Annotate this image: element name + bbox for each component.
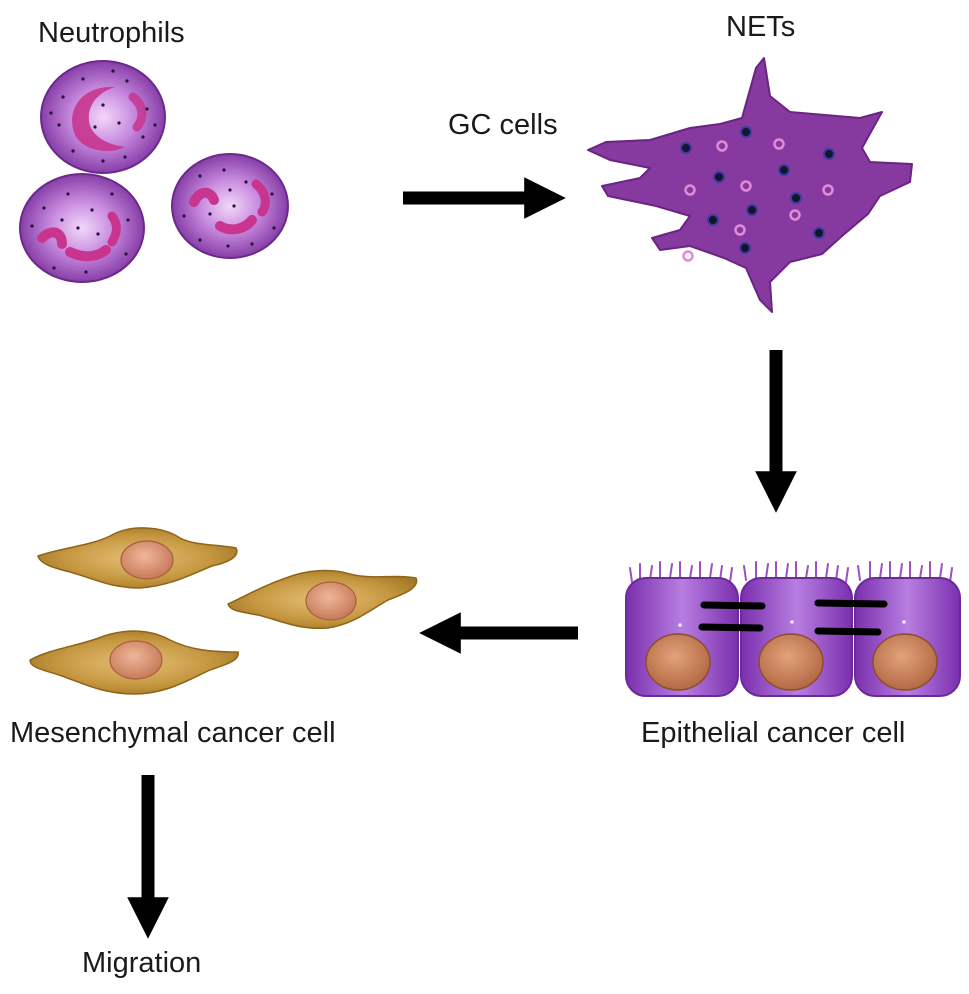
nets-label: NETs	[726, 11, 795, 43]
neutrophil-cell-icon	[171, 153, 289, 259]
epithelial-label: Epithelial cancer cell	[641, 717, 905, 749]
mesenchymal-cell-icon	[29, 630, 239, 695]
gc-cells-label: GC cells	[448, 109, 558, 141]
migration-label: Migration	[82, 947, 201, 979]
mesenchymal-cell-icon	[37, 527, 238, 589]
neutrophil-cell-icon	[40, 60, 166, 174]
neutrophils-label: Neutrophils	[38, 17, 185, 49]
neutrophil-cell-icon	[19, 173, 145, 283]
net-cell-icon	[587, 57, 913, 313]
mesenchymal-cell-icon	[227, 569, 418, 630]
epithelial-cell-icon	[625, 561, 961, 697]
mesenchymal-label: Mesenchymal cancer cell	[10, 717, 336, 749]
